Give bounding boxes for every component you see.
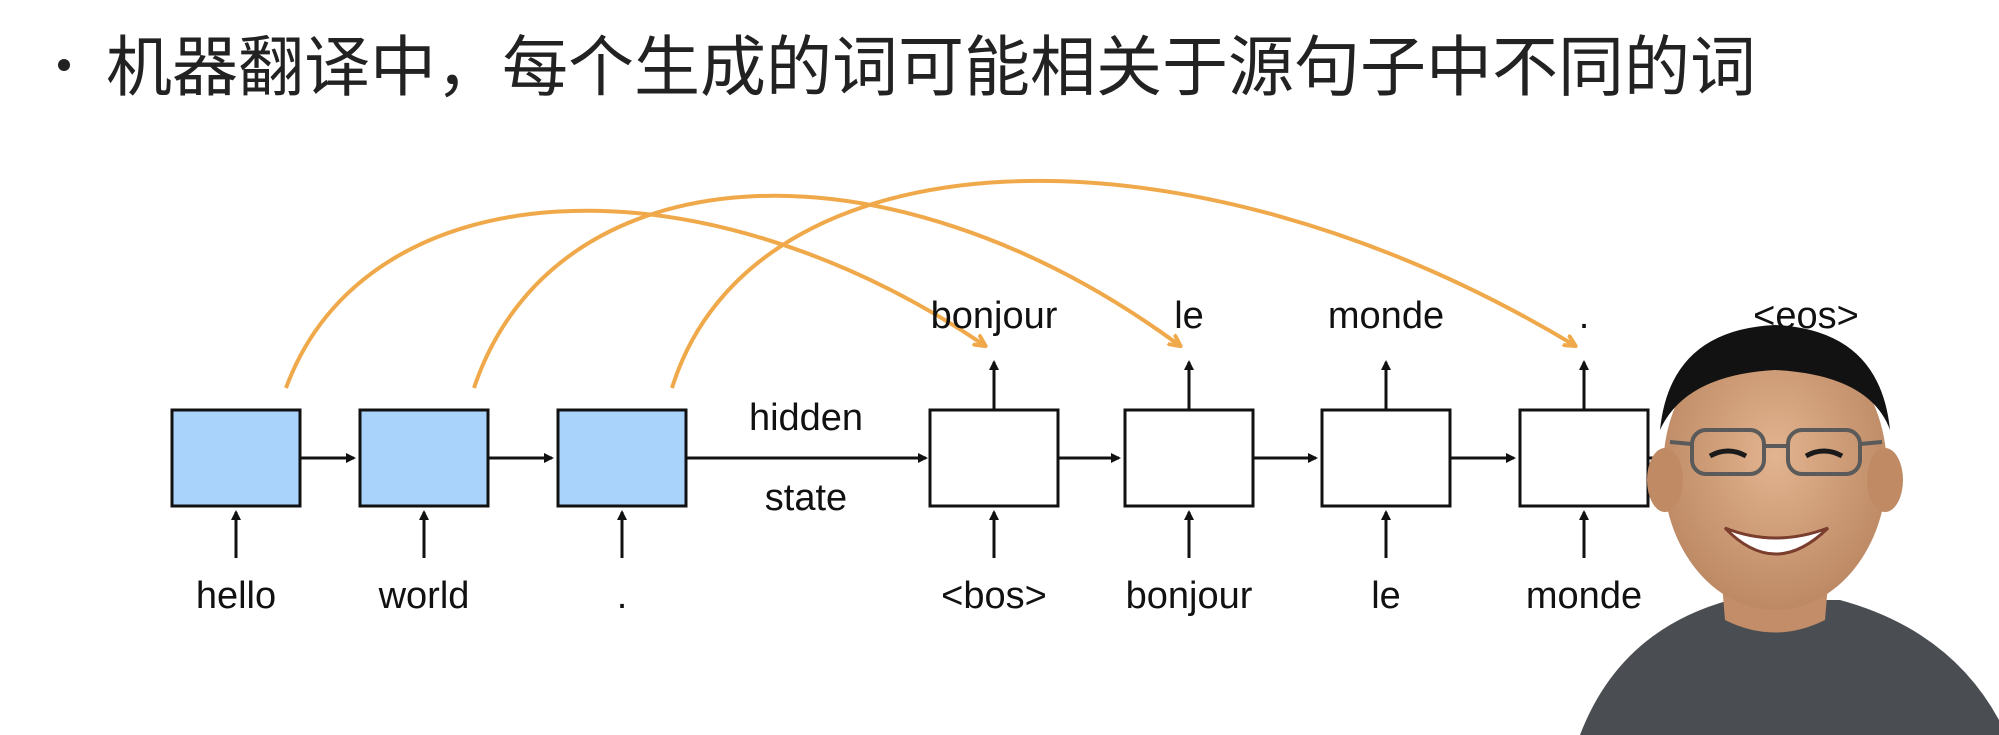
decoder-input-word: bonjour [1126,575,1253,617]
presenter-shirt [1580,600,1999,735]
glasses-icon [1669,428,1883,476]
presenter-eye-right [1804,448,1844,459]
encoder-input-word: world [378,575,470,617]
slide-bullet: 机器翻译中，每个生成的词可能相关于源句子中不同的词 [58,14,1756,110]
attention-arc [472,193,1179,389]
decoder-output-word: monde [1328,295,1444,337]
decoder-input-word: le [1371,575,1401,617]
presenter-video-overlay [1580,325,1999,735]
encoder-cell [358,408,490,508]
decoder-output-word: le [1174,295,1204,337]
state-label: state [765,477,847,519]
hidden-label: hidden [749,397,863,439]
decoder-cell [928,408,1060,508]
decoder-cell [1123,408,1255,508]
decoder-output-word: . [1579,295,1590,337]
presenter-ear-left [1647,448,1683,512]
presenter-mouth [1723,526,1830,556]
encoder-input-word: . [617,575,628,617]
bullet-dot-icon [58,59,70,71]
bullet-text: 机器翻译中，每个生成的词可能相关于源句子中不同的词 [106,29,1756,106]
presenter-face [1663,330,1887,610]
encoder-input-word: hello [196,575,276,617]
presenter-ear-right [1867,448,1903,512]
presenter-hair [1660,325,1890,430]
presenter-eye-left [1708,448,1748,459]
decoder-input-word: <bos> [941,575,1047,617]
decoder-cell [1320,408,1452,508]
decoder-input-word: monde [1526,575,1642,617]
encoder-cell [170,408,302,508]
attention-arc [284,208,984,389]
encoder-cell [556,408,688,508]
attention-arcs [284,178,1574,389]
encoder: hello world. [170,408,688,617]
decoder-output-word: bonjour [931,295,1058,337]
decoder-cell [1518,408,1650,508]
attention-arc [670,178,1574,389]
